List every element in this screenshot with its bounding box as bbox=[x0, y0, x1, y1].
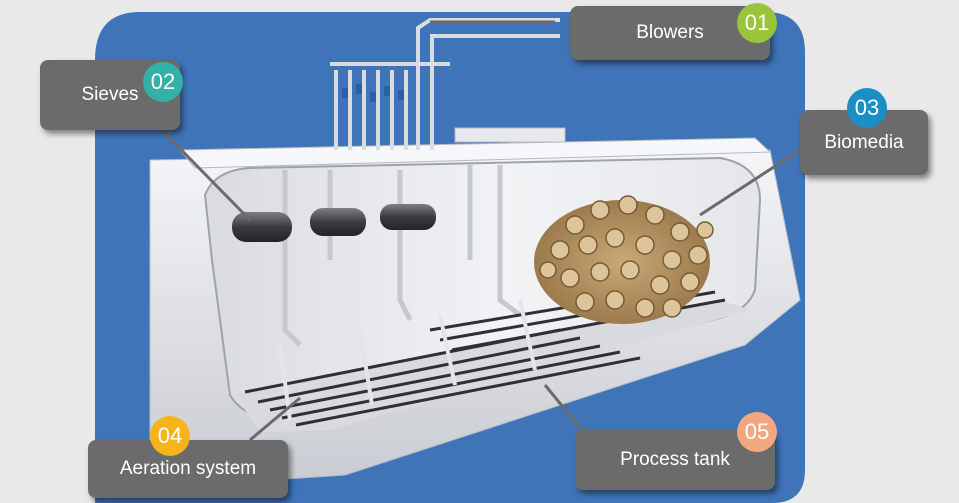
blower-pipework bbox=[330, 18, 560, 150]
callout-label: Aeration system bbox=[119, 458, 257, 479]
callout-aeration-system: Aeration system bbox=[88, 440, 288, 498]
badge-03: 03 bbox=[847, 88, 887, 128]
sieves bbox=[232, 204, 436, 242]
badge-01: 01 bbox=[737, 3, 777, 43]
pointer-lines bbox=[148, 20, 801, 442]
deck-hatch bbox=[454, 127, 566, 143]
badge-02: 02 bbox=[143, 62, 183, 102]
blower-valves bbox=[342, 84, 404, 102]
biomedia-cluster bbox=[534, 195, 714, 324]
callout-label: Biomedia bbox=[824, 131, 904, 153]
callout-label: Process tank bbox=[620, 449, 730, 470]
sieve-1 bbox=[232, 212, 292, 242]
badge-04: 04 bbox=[150, 416, 190, 456]
sieve-2 bbox=[310, 208, 366, 236]
sieve-3 bbox=[380, 204, 436, 230]
callout-label: Sieves bbox=[81, 84, 139, 105]
callout-blowers: Blowers bbox=[570, 6, 770, 60]
callout-label: Blowers bbox=[636, 22, 704, 43]
badge-05: 05 bbox=[737, 412, 777, 452]
